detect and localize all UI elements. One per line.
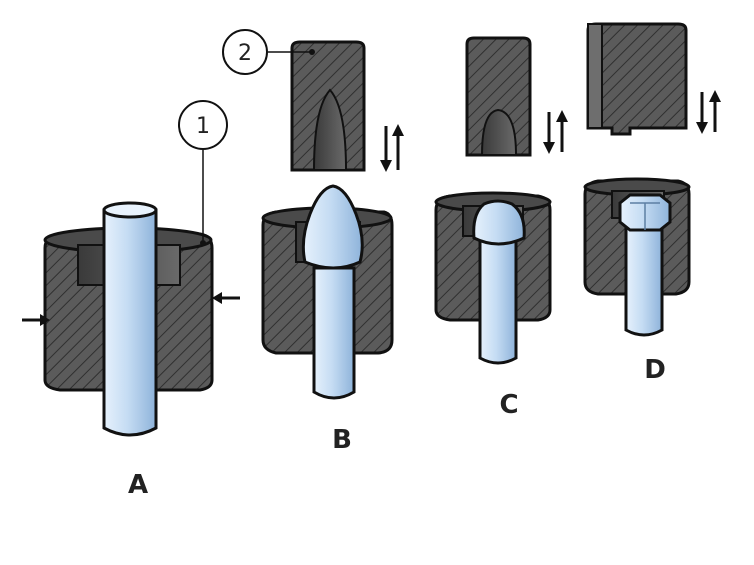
stage-label-c: C xyxy=(499,390,518,420)
workpiece-bolt-d xyxy=(618,193,672,337)
stage-b: 2 B xyxy=(222,29,404,455)
stage-label-b: B xyxy=(332,425,352,455)
workpiece-rod-a xyxy=(102,201,158,437)
stage-c: C xyxy=(434,36,568,420)
callout-1-label: 1 xyxy=(196,114,210,139)
stage-label-d: D xyxy=(644,355,666,385)
stage-a: 1 A xyxy=(22,100,240,500)
stroke-arrows-c xyxy=(543,110,568,154)
clamp-arrow-left xyxy=(22,314,50,326)
callout-1: 1 xyxy=(178,100,228,246)
clamp-arrow-right xyxy=(212,292,240,304)
punch-d xyxy=(586,22,688,136)
stroke-arrows-d xyxy=(696,90,721,134)
callout-2-label: 2 xyxy=(238,41,252,66)
stroke-arrows-b xyxy=(380,124,404,172)
callout-2: 2 xyxy=(222,29,312,75)
workpiece-rod-c xyxy=(472,199,526,365)
stage-label-a: A xyxy=(128,470,148,500)
workpiece-rod-b xyxy=(301,184,364,400)
punch-c xyxy=(465,36,532,157)
stage-d: D xyxy=(583,22,721,385)
punch-b xyxy=(290,40,366,172)
